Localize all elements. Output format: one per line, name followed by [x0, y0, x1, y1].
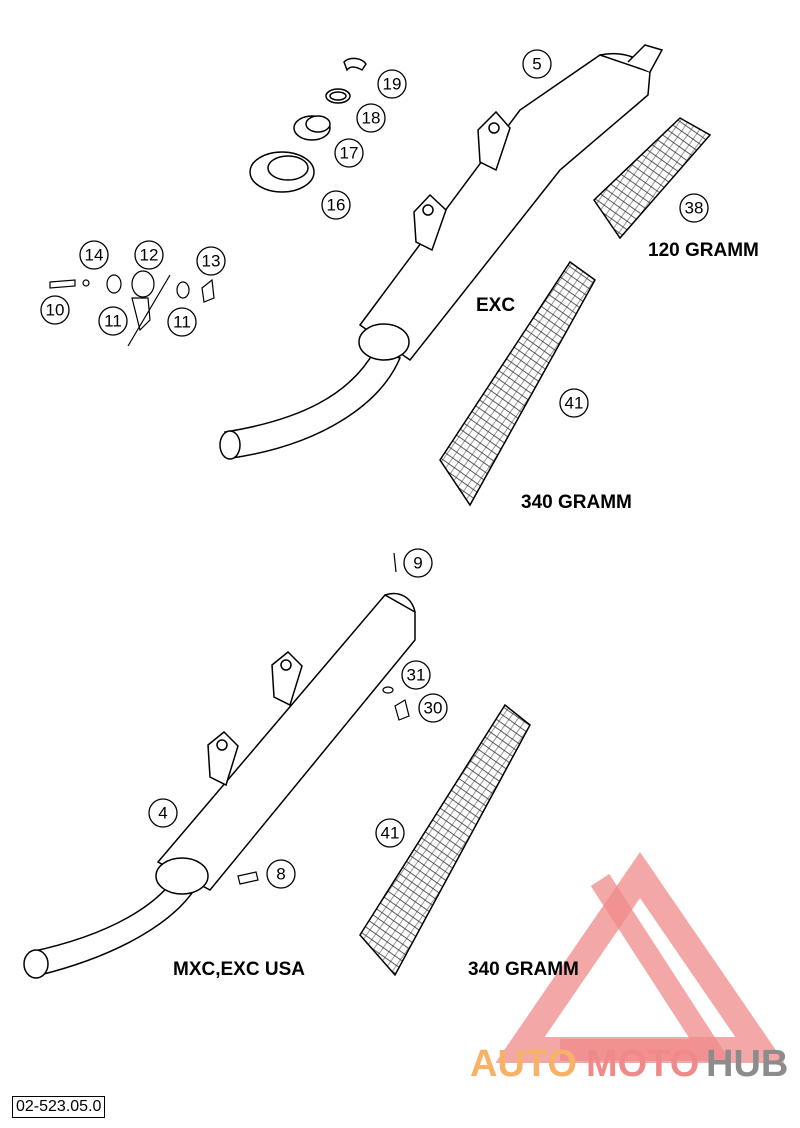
callout-11-b: 11: [173, 313, 191, 332]
label-340-gramm-bottom: 340 GRAMM: [468, 959, 579, 980]
watermark-text: AUTO MOTO HUB: [470, 1043, 788, 1085]
callout-13: 13: [202, 252, 221, 271]
label-340-gramm-top: 340 GRAMM: [521, 492, 632, 513]
silencer-exc: [219, 44, 664, 460]
callout-12: 12: [140, 246, 159, 265]
callout-17: 17: [340, 144, 359, 163]
callout-38: 38: [685, 199, 704, 218]
callout-9: 9: [413, 554, 422, 573]
diagram-code: 02-523.05.0: [12, 1096, 106, 1118]
callout-41-top: 41: [565, 394, 584, 413]
packing-41-top: [439, 260, 596, 507]
callout-19: 19: [383, 75, 402, 94]
packing-38: [593, 117, 712, 240]
watermark-hub: HUB: [706, 1043, 788, 1085]
callout-31: 31: [407, 666, 426, 685]
callout-4: 4: [158, 804, 167, 823]
packing-41-bottom: [359, 703, 531, 977]
callouts: [40, 49, 709, 889]
watermark-moto: MOTO: [586, 1043, 699, 1085]
watermark-auto: AUTO: [470, 1043, 577, 1085]
callout-10: 10: [46, 301, 65, 320]
label-mxc-exc-usa: MXC,EXC USA: [173, 959, 305, 980]
label-120-gramm: 120 GRAMM: [648, 240, 759, 261]
callout-11-a: 11: [104, 312, 122, 331]
label-exc: EXC: [476, 295, 515, 316]
callout-18: 18: [362, 109, 381, 128]
callout-41-bottom: 41: [381, 824, 400, 843]
callout-30: 30: [424, 699, 443, 718]
silencer-mxc: [23, 592, 416, 979]
rings-16-19: [249, 57, 367, 193]
callout-numbers: 19 18 17 16 5 38 14 12 13 10 11 11 41 9 …: [46, 55, 704, 884]
watermark-logo: [495, 852, 785, 1063]
callout-8: 8: [276, 865, 285, 884]
callout-16: 16: [327, 196, 346, 215]
callout-14: 14: [85, 246, 104, 265]
mount-hardware: [49, 270, 215, 347]
screws-8-9-30-31: [237, 552, 410, 885]
callout-5: 5: [532, 55, 541, 74]
